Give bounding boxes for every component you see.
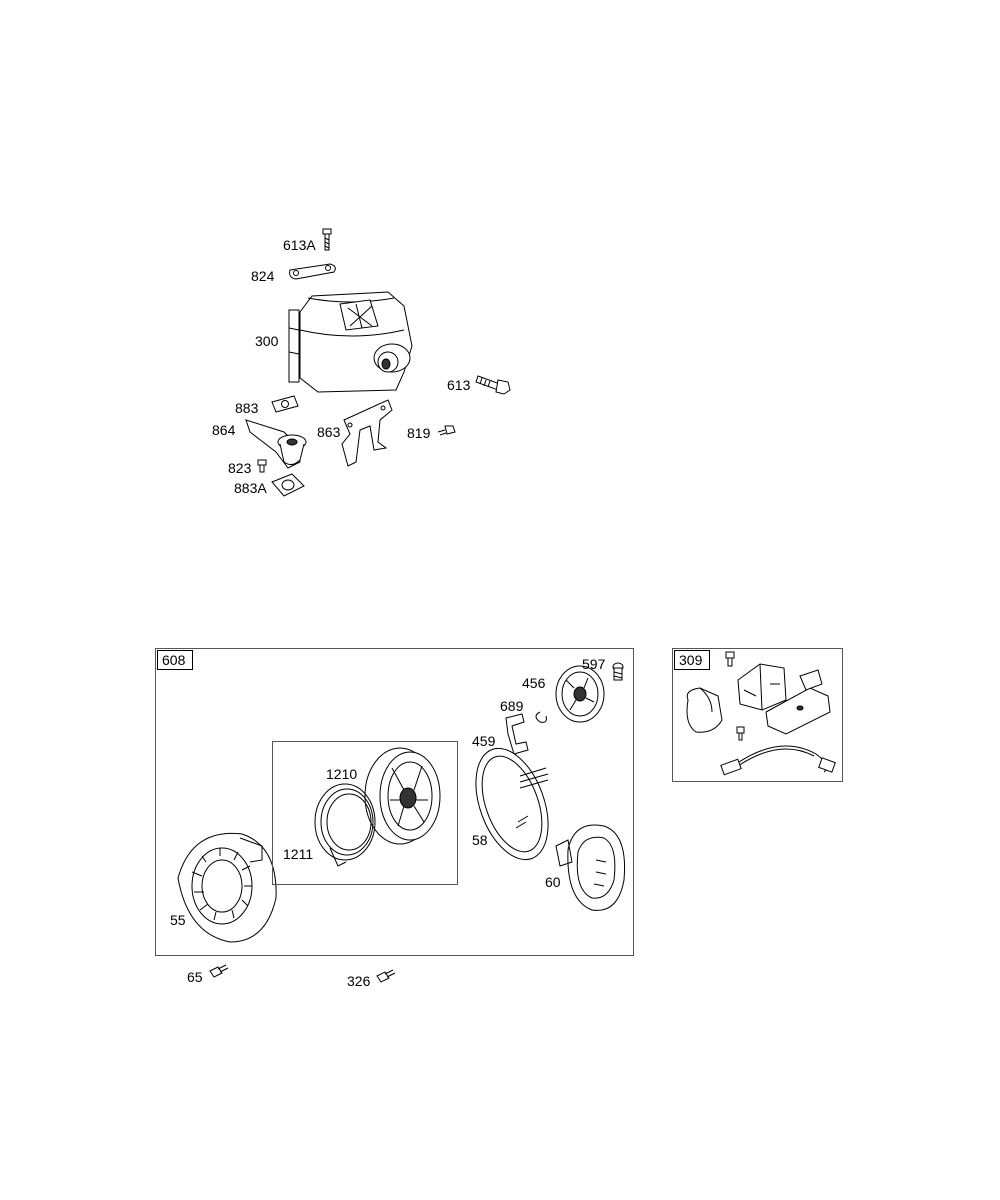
callout-597: 597 (582, 656, 606, 672)
callout-60: 60 (545, 874, 561, 890)
part-1211-rewind-spring (314, 783, 376, 867)
callout-613: 613 (447, 377, 471, 393)
part-689-spring-clip (535, 711, 547, 723)
part-326-screw (376, 969, 396, 983)
pulley-subgroup-box (272, 741, 458, 885)
callout-823: 823 (228, 460, 252, 476)
part-1210-pulley (364, 747, 441, 845)
callout-819: 819 (407, 425, 431, 441)
callout-58: 58 (472, 832, 488, 848)
part-883-gasket (271, 395, 299, 413)
part-824-gasket (289, 263, 336, 280)
part-823-screw (257, 459, 267, 473)
callout-300: 300 (255, 333, 279, 349)
part-613a-bolt (322, 228, 332, 251)
part-883a-gasket (271, 473, 305, 497)
part-309-control-assembly (686, 651, 836, 776)
part-55-housing (177, 832, 277, 943)
callout-689: 689 (500, 698, 524, 714)
cord-group-box (672, 648, 843, 782)
starter-group-box (155, 648, 634, 956)
callout-883: 883 (235, 400, 259, 416)
callout-1210: 1210 (326, 766, 358, 782)
part-613-bolt (475, 375, 511, 395)
part-819-screw (437, 425, 456, 436)
callout-65: 65 (187, 969, 203, 985)
starter-group-tag: 608 (157, 650, 193, 670)
callout-824: 824 (251, 268, 275, 284)
part-58-plate (475, 747, 549, 861)
part-456-pulley-plate (555, 665, 605, 723)
part-459-dog (505, 713, 529, 755)
part-60-handle (555, 824, 626, 911)
callout-883a: 883A (234, 480, 267, 496)
part-864-bracket (245, 419, 307, 469)
cord-group-tag: 309 (674, 650, 710, 670)
callout-1211: 1211 (283, 846, 314, 862)
callout-864: 864 (212, 422, 236, 438)
callout-613a: 613A (283, 237, 316, 253)
callout-863: 863 (317, 424, 341, 440)
callout-326: 326 (347, 973, 371, 989)
callout-456: 456 (522, 675, 546, 691)
part-863-shield (341, 399, 393, 467)
callout-459: 459 (472, 733, 496, 749)
part-300-muffler (288, 291, 413, 393)
part-65-screw (209, 964, 229, 978)
callout-55: 55 (170, 912, 186, 928)
part-597-bolt (612, 662, 624, 681)
